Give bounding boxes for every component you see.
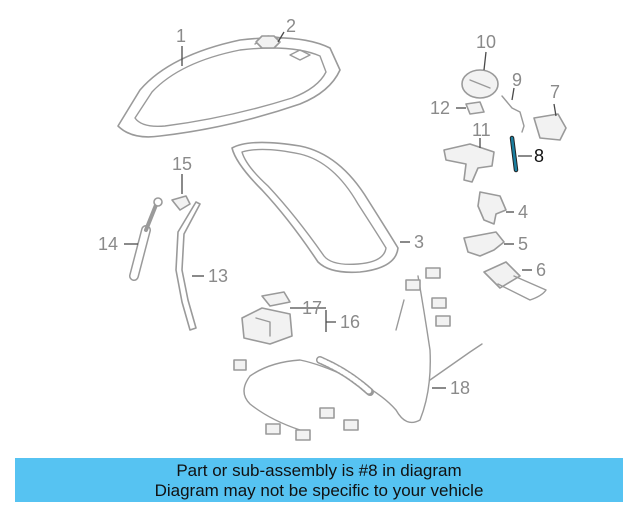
callout-17: 17 <box>302 298 322 318</box>
callout-15: 15 <box>172 154 192 174</box>
part-7-lock-bracket <box>533 113 567 141</box>
callout-10: 10 <box>476 32 496 52</box>
part-8-rod-highlighted <box>509 135 519 173</box>
callout-12: 12 <box>430 98 450 118</box>
callout-6: 6 <box>536 260 546 280</box>
part-16-lamp-housing <box>241 307 293 345</box>
part-14-gas-strut <box>129 197 163 281</box>
part-2-cap <box>255 35 311 61</box>
part-4-bracket <box>477 191 507 225</box>
callout-2: 2 <box>286 16 296 36</box>
callout-9: 9 <box>512 70 522 90</box>
info-banner: Part or sub-assembly is #8 in diagram Di… <box>15 458 623 502</box>
part-12-clip <box>465 101 485 115</box>
part-11-lever <box>443 143 495 183</box>
part-18-wiring-harness <box>233 267 483 441</box>
callout-18: 18 <box>450 378 470 398</box>
callout-8: 8 <box>534 146 544 166</box>
callout-5: 5 <box>518 234 528 254</box>
part-17-bulb <box>261 291 291 307</box>
callout-1: 1 <box>176 26 186 46</box>
banner-line-1: Part or sub-assembly is #8 in diagram <box>176 461 462 480</box>
leader-lines <box>124 31 557 389</box>
part-15-grommet <box>171 195 191 211</box>
part-3-seal <box>231 141 399 274</box>
callout-14: 14 <box>98 234 118 254</box>
part-13-hinge <box>175 201 201 331</box>
part-9-link <box>501 95 525 133</box>
part-10-lock-cylinder <box>461 69 499 99</box>
callout-11: 11 <box>472 120 491 140</box>
callout-7: 7 <box>550 82 560 102</box>
part-6-striker <box>483 261 547 301</box>
part-5-latch <box>463 231 505 257</box>
callout-3: 3 <box>414 232 424 252</box>
callout-13: 13 <box>208 266 228 286</box>
banner-line-2: Diagram may not be specific to your vehi… <box>154 481 484 500</box>
callout-16: 16 <box>340 312 360 332</box>
callout-4: 4 <box>518 202 528 222</box>
part-1-trunk-lid <box>117 35 341 138</box>
